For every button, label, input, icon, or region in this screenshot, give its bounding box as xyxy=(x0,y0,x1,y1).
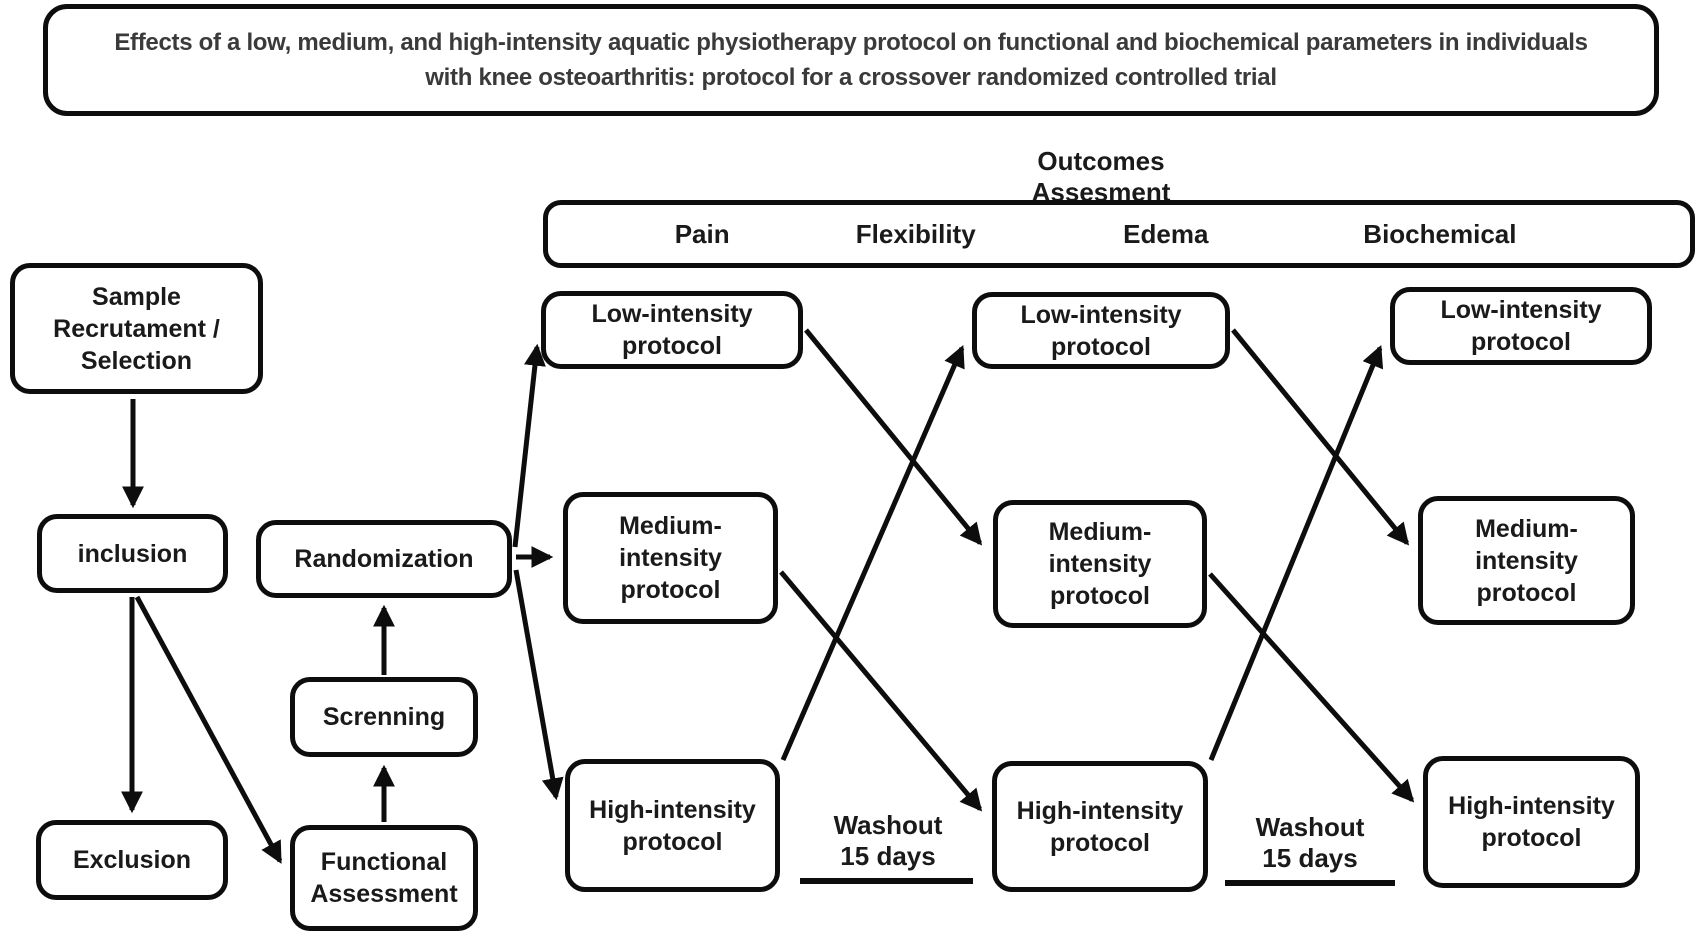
outcomes-assessment-heading: Outcomes Assesment xyxy=(1031,146,1171,207)
randomization-box: Randomization xyxy=(256,520,512,598)
medium-intensity-protocol-box-period-2: Medium- intensity protocol xyxy=(993,500,1207,628)
outcome-measure-flexibility: Flexibility xyxy=(855,219,976,249)
functional-assessment-box: Functional Assessment xyxy=(290,825,478,931)
washout-2-label: Washout 15 days xyxy=(1255,812,1365,873)
outcome-measure-pain: Pain xyxy=(674,219,730,249)
low-intensity-protocol-box-period-1: Low-intensity protocol xyxy=(541,291,803,369)
low-intensity-protocol-box-period-2: Low-intensity protocol xyxy=(972,292,1230,369)
medium-intensity-protocol-box-period-3: Medium- intensity protocol xyxy=(1418,496,1635,625)
low-intensity-protocol-box-period-3: Low-intensity protocol xyxy=(1390,287,1652,365)
sample-recruitment-selection-box: Sample Recrutament / Selection xyxy=(10,263,263,394)
outcomes-assessment-box: Pain Flexibility Edema Biochemical xyxy=(543,200,1695,268)
high-intensity-protocol-box-period-2: High-intensity protocol xyxy=(992,761,1208,892)
inclusion-box: inclusion xyxy=(37,514,228,593)
arrow-medium2-to-high3 xyxy=(1208,572,1415,803)
arrow-randomization-to-high1 xyxy=(513,569,564,801)
arrow-high2-to-low3 xyxy=(1208,344,1384,761)
outcome-measure-biochemical: Biochemical xyxy=(1363,219,1517,249)
arrow-low2-to-medium3 xyxy=(1231,328,1410,546)
medium-intensity-protocol-box-period-1: Medium- intensity protocol xyxy=(563,492,778,624)
arrow-low1-to-medium2 xyxy=(804,328,983,546)
high-intensity-protocol-box-period-3: High-intensity protocol xyxy=(1423,756,1640,888)
washout-1-label: Washout 15 days xyxy=(833,810,943,871)
arrow-medium1-to-high2 xyxy=(779,570,983,812)
exclusion-box: Exclusion xyxy=(36,820,228,900)
diagram-title: Effects of a low, medium, and high-inten… xyxy=(114,29,1588,91)
screening-box: Screnning xyxy=(290,677,478,757)
outcome-measure-edema: Edema xyxy=(1123,219,1209,249)
arrow-high1-to-low2 xyxy=(780,344,965,761)
arrow-randomization-to-low1 xyxy=(512,343,546,548)
title-box: Effects of a low, medium, and high-inten… xyxy=(43,4,1659,116)
high-intensity-protocol-box-period-1: High-intensity protocol xyxy=(565,759,780,892)
